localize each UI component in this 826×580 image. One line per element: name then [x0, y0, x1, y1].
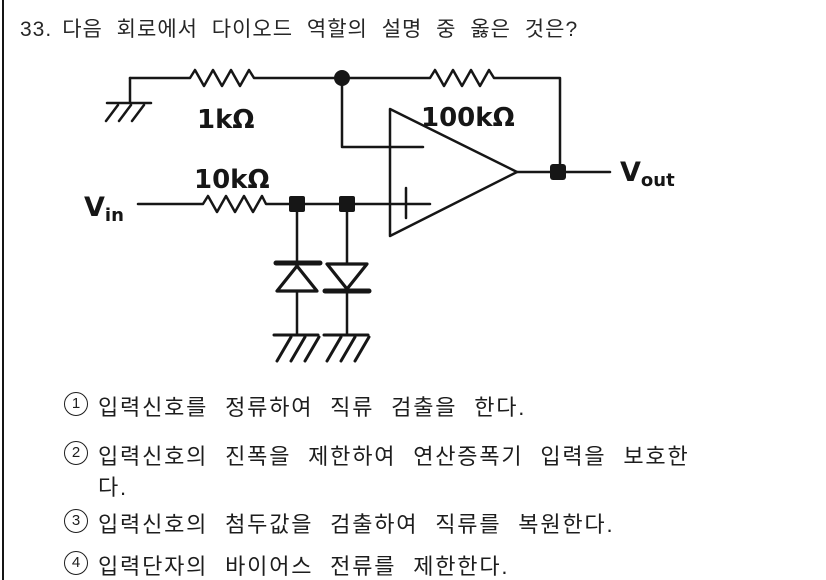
label-vout: Vout	[620, 157, 675, 191]
node-diode-left	[289, 196, 305, 212]
option-1-text: 입력신호를 정류하여 직류 검출을 한다.	[98, 395, 527, 420]
node-diode-right	[339, 196, 355, 212]
answer-option-1[interactable]: 1 입력신호를 정류하여 직류 검출을 한다.	[64, 390, 526, 422]
ground-icon-bottom-left	[272, 333, 321, 363]
answer-option-4[interactable]: 4 입력단자의 바이어스 전류를 제한한다.	[64, 549, 509, 580]
option-2-text-continued: 다.	[98, 475, 128, 500]
ground-icon-top-left	[104, 76, 153, 123]
option-4-text: 입력단자의 바이어스 전류를 제한한다.	[98, 554, 510, 579]
resistor-1k	[128, 68, 344, 88]
label-vin: Vin	[84, 192, 124, 226]
page-left-border	[2, 0, 4, 580]
question-title: 33. 다음 회로에서 다이오드 역할의 설명 중 옳은 것은?	[20, 13, 578, 43]
answer-option-3[interactable]: 3 입력신호의 첨두값을 검출하여 직류를 복원한다.	[64, 507, 614, 539]
node-output	[550, 164, 566, 180]
option-2-marker: 2	[64, 441, 88, 465]
label-resistor-10k: 10kΩ	[194, 165, 270, 195]
answer-option-2[interactable]: 2 입력신호의 진폭을 제한하여 연산증폭기 입력을 보호한	[64, 439, 689, 471]
ground-icon-bottom-right	[322, 333, 371, 363]
node-inverting-junction	[334, 70, 350, 86]
option-4-marker: 4	[64, 551, 88, 575]
question-text: 다음 회로에서 다이오드 역할의 설명 중 옳은 것은?	[62, 18, 579, 41]
inverting-input-wire	[340, 82, 425, 149]
diode-right-down	[322, 201, 372, 336]
option-3-text: 입력신호의 첨두값을 검출하여 직류를 복원한다.	[98, 512, 615, 537]
option-1-marker: 1	[64, 392, 88, 416]
resistor-100k-feedback	[340, 68, 562, 168]
resistor-10k-input	[136, 194, 432, 214]
label-resistor-1k: 1kΩ	[197, 105, 254, 135]
question-number: 33.	[20, 18, 53, 41]
label-resistor-100k: 100kΩ	[421, 103, 515, 133]
option-2-text: 입력신호의 진폭을 제한하여 연산증폭기 입력을 보호한	[98, 444, 690, 469]
option-3-marker: 3	[64, 509, 88, 533]
diode-left-up	[273, 201, 323, 336]
opamp-triangle	[388, 107, 519, 238]
